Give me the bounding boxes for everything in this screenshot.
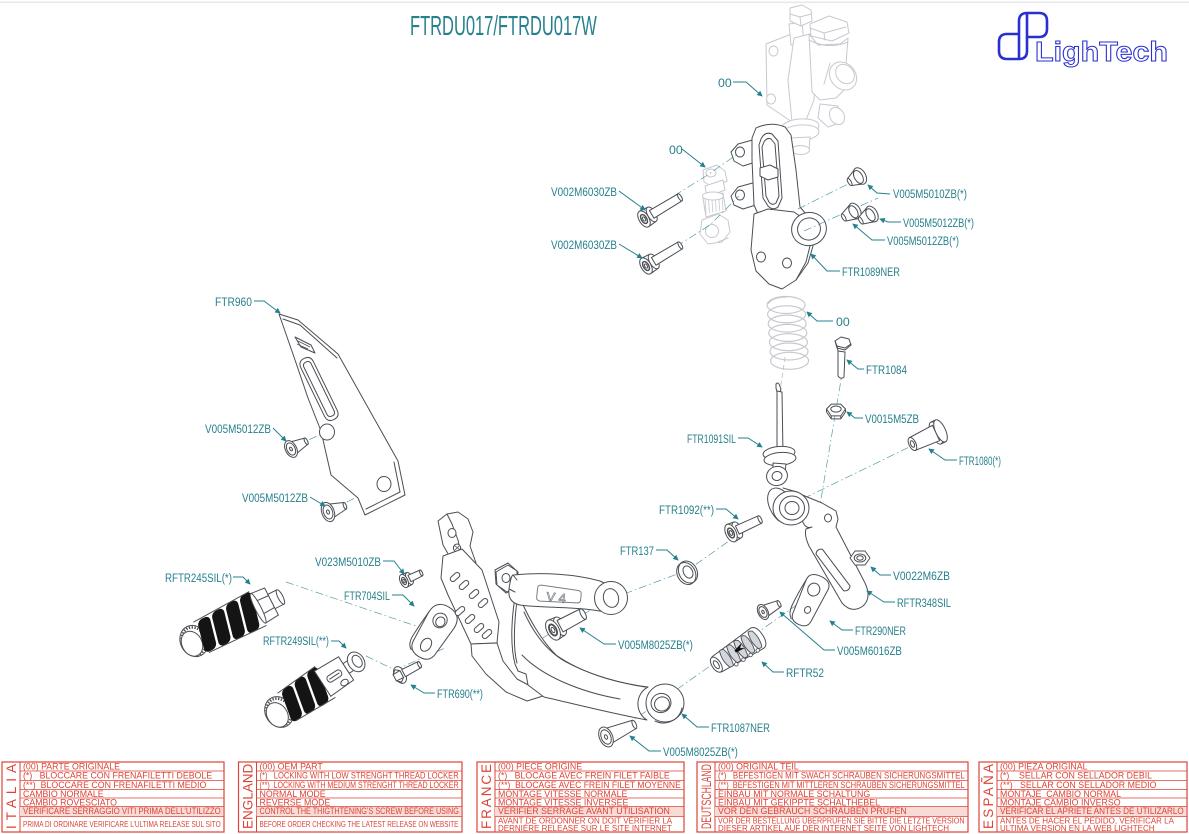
svg-text:(*) BEFESTIGEN MIT SWACH SCH: (*) BEFESTIGEN MIT SWACH SCHRAUBEN SICHE… bbox=[718, 770, 965, 781]
svg-text:FTR690(**): FTR690(**) bbox=[437, 688, 483, 702]
svg-text:AVANT DE ORDONNER ON DOIT VÉRI: AVANT DE ORDONNER ON DOIT VÉRIFIER LA bbox=[498, 817, 673, 826]
svg-text:FTR1092(**): FTR1092(**) bbox=[659, 504, 714, 517]
svg-text:FTR290NER: FTR290NER bbox=[855, 625, 906, 639]
svg-text:V0022M6ZB: V0022M6ZB bbox=[893, 570, 950, 583]
svg-text:VOR DER BESTELLUNG ÜBERPRÜFEN: VOR DER BESTELLUNG ÜBERPRÜFEN SIE BITTE … bbox=[718, 816, 965, 825]
svg-text:(00) ORIGINAL TEIL: (00) ORIGINAL TEIL bbox=[718, 761, 799, 771]
svg-text:DEUTSCHLAND: DEUTSCHLAND bbox=[700, 764, 714, 829]
svg-text:PRIMA DI ORDINARE VERIFICARE L: PRIMA DI ORDINARE VERIFICARE L’ULTIMA RE… bbox=[23, 819, 221, 829]
svg-text:EINBAU MIT GEKIPPTE SCHALTHEBE: EINBAU MIT GEKIPPTE SCHALTHEBEL bbox=[718, 797, 880, 807]
svg-text:(**) BEFESTIGEN MIT MITTLEREN: (**) BEFESTIGEN MIT MITTLEREN SCHRAUBEN … bbox=[718, 780, 965, 790]
svg-text:CONTROL THE THIGTHTENING’S SCR: CONTROL THE THIGTHTENING’S SCREW BEFORE … bbox=[260, 806, 459, 816]
svg-text:NORMAL MODE: NORMAL MODE bbox=[260, 789, 326, 799]
svg-text:00: 00 bbox=[718, 76, 732, 90]
svg-text:V005M5012ZB: V005M5012ZB bbox=[205, 423, 271, 436]
svg-text:V002M6030ZB: V002M6030ZB bbox=[551, 239, 617, 252]
svg-text:V002M6030ZB: V002M6030ZB bbox=[551, 186, 617, 199]
svg-text:(*) BLOCCARE CON FRENAFILETT: (*) BLOCCARE CON FRENAFILETTI DEBOLE bbox=[23, 770, 212, 780]
svg-text:DERNIÈRE RELEASE SUR LE SITE I: DERNIÈRE RELEASE SUR LE SITE INTERNET bbox=[498, 824, 672, 833]
svg-text:(*) BLOCAGE AVEC FREIN FILET: (*) BLOCAGE AVEC FREIN FILET FAIBLE bbox=[498, 770, 670, 780]
svg-text:BEFORE ORDER CHECKING THE LATE: BEFORE ORDER CHECKING THE LATEST RELEASE… bbox=[260, 819, 459, 829]
svg-text:(**) BLOCAGE AVEC FREIN FILET: (**) BLOCAGE AVEC FREIN FILET MOYENNE bbox=[498, 780, 681, 790]
svg-text:VOR DEN GEBRAUCH SCHRAUBEN PRÜ: VOR DEN GEBRAUCH SCHRAUBEN PRÜFEN bbox=[718, 806, 907, 816]
svg-text:DIESER ARTIKEL AUF DER INTERNE: DIESER ARTIKEL AUF DER INTERNET SEITE VO… bbox=[718, 824, 949, 833]
svg-text:ITALIA: ITALIA bbox=[4, 759, 19, 829]
svg-text:ANTES DE HACER EL PEDIDO, VERI: ANTES DE HACER EL PEDIDO, VERIFICAR LA bbox=[1000, 817, 1175, 826]
svg-text:MONTAGE VITESSE NORMALE: MONTAGE VITESSE NORMALE bbox=[498, 789, 627, 799]
svg-text:RFTR245SIL(*): RFTR245SIL(*) bbox=[165, 572, 232, 585]
svg-text:V005M5012ZB(*): V005M5012ZB(*) bbox=[887, 235, 959, 249]
svg-text:FTR960: FTR960 bbox=[215, 296, 252, 309]
svg-text:MONTAJE CAMBIO INVERSO: MONTAJE CAMBIO INVERSO bbox=[1000, 797, 1121, 807]
svg-text:(**) SELLAR CON SELLADOR MED: (**) SELLAR CON SELLADOR MEDIO bbox=[1000, 780, 1157, 790]
svg-text:(*) LOCKING WITH LOW STRENGH: (*) LOCKING WITH LOW STRENGHT THREAD LOC… bbox=[260, 771, 459, 781]
svg-text:FTRDU017/FTRDU017W: FTRDU017/FTRDU017W bbox=[410, 10, 597, 42]
svg-text:VERIFICAR EL APRIETE ANTES DE: VERIFICAR EL APRIETE ANTES DE UTILIZARLO bbox=[1000, 806, 1184, 816]
svg-text:FTR1091SIL: FTR1091SIL bbox=[687, 433, 736, 447]
svg-text:FTR1089NER: FTR1089NER bbox=[842, 266, 900, 280]
svg-text:V005M5012ZB: V005M5012ZB bbox=[242, 492, 308, 505]
svg-text:RFTR348SIL: RFTR348SIL bbox=[897, 597, 951, 611]
svg-text:FTR1084: FTR1084 bbox=[866, 364, 907, 377]
svg-text:ULTIMA VERSION EN LA WEB LIGHT: ULTIMA VERSION EN LA WEB LIGHTECH bbox=[1000, 824, 1155, 833]
svg-text:EINBAU MIT NORMALE SCHALTUNG: EINBAU MIT NORMALE SCHALTUNG bbox=[718, 789, 870, 799]
svg-text:LighTech: LighTech bbox=[1035, 37, 1168, 68]
svg-text:MONTAJE CAMBIO NORMAL: MONTAJE CAMBIO NORMAL bbox=[1000, 789, 1121, 799]
svg-text:V005M8025ZB(*): V005M8025ZB(*) bbox=[663, 746, 738, 759]
svg-text:VERIFICARE SERRAGGIO VITI PRIM: VERIFICARE SERRAGGIO VITI PRIMA DELL’UTI… bbox=[23, 805, 221, 816]
svg-text:RFTR249SIL(**): RFTR249SIL(**) bbox=[263, 635, 329, 649]
svg-text:(00) PIEZA ORIGINAL: (00) PIEZA ORIGINAL bbox=[1000, 761, 1088, 771]
svg-text:FRANCE: FRANCE bbox=[479, 762, 494, 829]
svg-text:V005M8025ZB(*): V005M8025ZB(*) bbox=[618, 639, 693, 652]
svg-text:FTR1087NER: FTR1087NER bbox=[711, 722, 770, 735]
svg-text:(00) PARTE ORIGINALE: (00) PARTE ORIGINALE bbox=[23, 761, 120, 771]
svg-text:FTR704SIL: FTR704SIL bbox=[344, 590, 390, 604]
svg-text:V005M5012ZB(*): V005M5012ZB(*) bbox=[903, 217, 974, 231]
svg-text:CAMBIO NORMALE: CAMBIO NORMALE bbox=[23, 789, 104, 799]
svg-text:(**) BLOCCARE CON FRENAFILETT: (**) BLOCCARE CON FRENAFILETTI MEDIO bbox=[23, 780, 206, 790]
svg-text:ENGLAND: ENGLAND bbox=[241, 763, 256, 829]
svg-text:V005M5010ZB(*): V005M5010ZB(*) bbox=[893, 188, 967, 201]
svg-text:MONTAGE VITESSE INVERSEE: MONTAGE VITESSE INVERSEE bbox=[498, 797, 628, 807]
svg-text:00: 00 bbox=[836, 315, 850, 329]
svg-text:V0015M5ZB: V0015M5ZB bbox=[865, 413, 919, 426]
svg-text:(**) LOCKING WITH MEDIUM STRE: (**) LOCKING WITH MEDIUM STRENGHT THREAD… bbox=[260, 780, 459, 790]
svg-text:FTR1080(*): FTR1080(*) bbox=[959, 456, 1001, 469]
svg-text:VERIFIER SERRAGE AVANT UTILISA: VERIFIER SERRAGE AVANT UTILISATION bbox=[498, 806, 670, 816]
svg-text:ESPAÑA: ESPAÑA bbox=[981, 762, 996, 829]
svg-text:CAMBIO ROVESCIATO: CAMBIO ROVESCIATO bbox=[23, 797, 117, 807]
svg-text:V 4: V 4 bbox=[546, 589, 567, 606]
svg-text:(00) OEM PART: (00) OEM PART bbox=[260, 761, 324, 771]
svg-text:V023M5010ZB: V023M5010ZB bbox=[315, 556, 381, 569]
svg-text:00: 00 bbox=[669, 143, 683, 157]
svg-text:(*) SELLAR CON SELLADOR DEB: (*) SELLAR CON SELLADOR DEBIL bbox=[1000, 770, 1152, 780]
svg-text:RFTR52: RFTR52 bbox=[786, 667, 824, 680]
svg-text:REVERSE MODE: REVERSE MODE bbox=[260, 797, 331, 807]
svg-text:V005M6016ZB: V005M6016ZB bbox=[837, 645, 902, 658]
svg-text:FTR137: FTR137 bbox=[620, 545, 654, 558]
svg-text:(00) PIECE ORIGINE: (00) PIECE ORIGINE bbox=[498, 761, 582, 771]
